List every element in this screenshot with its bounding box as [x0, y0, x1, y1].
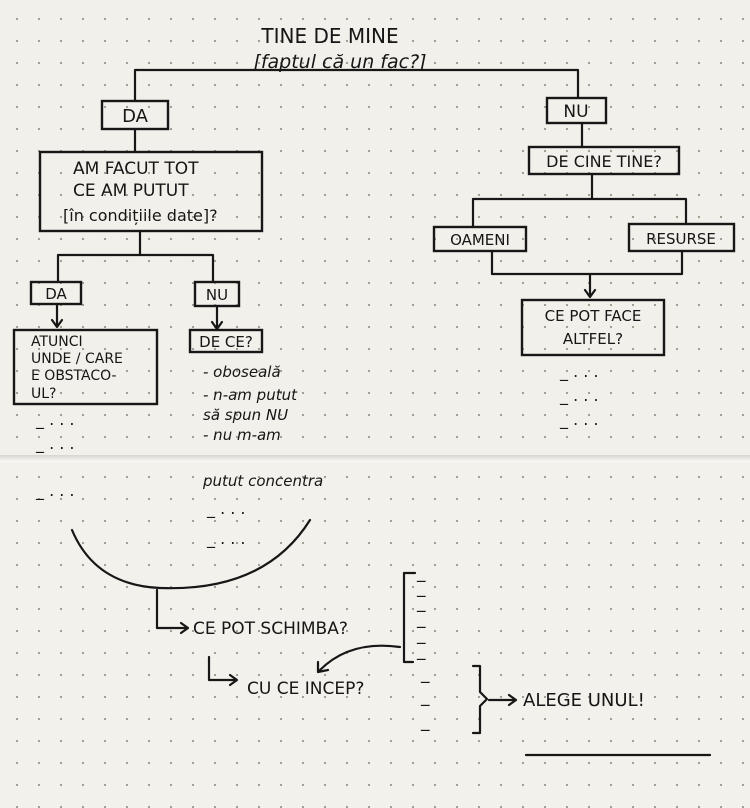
answer-nu-box: [545, 96, 608, 125]
answer-nu-label: NU: [563, 102, 588, 122]
pick-one-label: ALEGE UNUL!: [523, 690, 645, 711]
bottom-left-placeholder: _ . . .: [35, 481, 75, 501]
connector-question-split: [56, 229, 215, 284]
question-did-all-box: [38, 150, 264, 233]
connector-options-merge: [490, 249, 684, 299]
notebook-page-bottom: [0, 462, 750, 808]
answer-nu-node: NU: [545, 96, 608, 125]
change-item-1: _: [416, 563, 426, 583]
result-obstacle-line1: ATUNCI: [31, 334, 83, 350]
why-label: DE CE?: [199, 333, 253, 351]
question-did-all-line2: CE AM PUTUT: [73, 181, 189, 201]
change-item-4: _: [416, 609, 426, 629]
why-node: DE CE?: [188, 328, 264, 354]
pick-item-1: _: [420, 664, 430, 684]
option-people-label: OAMENI: [450, 231, 510, 249]
answer-da-small-node: DA: [29, 280, 83, 306]
change-item-5: _: [416, 625, 426, 645]
question-did-all-node: AM FACUT TOT CE AM PUTUT [în condițiile …: [38, 150, 264, 233]
change-list: _ _ _ _ _ _: [416, 563, 426, 661]
connector-title-split: [133, 68, 580, 103]
reason-2: - n-am putut: [203, 386, 298, 404]
reason-3: să spun NU: [203, 406, 288, 424]
pick-item-3: _: [420, 712, 430, 732]
arrow-to-change: [155, 588, 190, 635]
change-item-6: _: [416, 641, 426, 661]
pick-list: _ _ _: [420, 664, 430, 732]
title-line1: TINE DE MINE: [260, 24, 398, 48]
pick-item-2: _: [420, 687, 430, 707]
result-obstacle-line3: E OBSTACO-: [31, 368, 117, 384]
title-node: TINE DE MINE [faptul că un fac?]: [253, 24, 426, 73]
question-did-all-line1: AM FACUT TOT: [73, 159, 199, 179]
question-did-all-line3: [în condițiile date]?: [63, 206, 218, 225]
do-differently-line1: CE POT FACE: [545, 307, 642, 325]
option-resources-label: RESURSE: [646, 230, 716, 248]
title-line2: [faptul că un fac?]: [253, 51, 426, 73]
option-people-node: OAMENI: [432, 225, 528, 253]
why-reasons-list: - oboseală - n-am putut să spun NU - nu …: [202, 363, 323, 490]
do-differently-node: CE POT FACE ALTFEL?: [520, 298, 666, 357]
reason-1: - oboseală: [203, 363, 281, 381]
answer-da-small-label: DA: [45, 285, 67, 303]
reason-4: - nu m-am: [203, 426, 281, 444]
arrow-list-to-start: [316, 644, 402, 674]
right-placeholder-2: _ . . .: [559, 386, 599, 406]
result-obstacle-box: [12, 328, 159, 406]
reasons-placeholder-1: _ . . .: [206, 499, 246, 519]
change-item-2: _: [416, 578, 426, 598]
who-depends-node: DE CINE TINE?: [527, 145, 681, 176]
answer-nu-small-label: NU: [206, 286, 228, 304]
option-people-box: [432, 225, 528, 253]
right-placeholder-3: _ . . .: [559, 410, 599, 430]
start-question: CU CE INCEP?: [247, 679, 364, 699]
change-list-bracket: [402, 571, 417, 664]
answer-nu-small-node: NU: [193, 280, 241, 308]
pick-list-brace: [471, 664, 489, 735]
reason-5: putut concentra: [202, 472, 323, 490]
obstacle-placeholder-2: _ . . .: [35, 434, 75, 454]
connector-who-split: [471, 172, 688, 229]
result-obstacle-line4: UL?: [31, 386, 56, 402]
notebook-page-top: [0, 0, 750, 455]
arrow-da-obstacle: [50, 302, 64, 329]
change-item-3: _: [416, 593, 426, 613]
obstacle-placeholder-1: _ . . .: [35, 410, 75, 430]
reasons-placeholder-2: _ . . .: [206, 529, 246, 549]
option-resources-node: RESURSE: [627, 222, 736, 253]
result-obstacle-node: ATUNCI UNDE / CARE E OBSTACO- UL?: [12, 328, 159, 406]
arrow-to-pick: [487, 693, 518, 707]
arrow-to-start: [207, 655, 239, 687]
arrow-nu-why: [210, 304, 224, 331]
answer-da-label: DA: [122, 106, 149, 127]
change-question: CE POT SCHIMBA?: [193, 619, 348, 639]
gathering-curve: [70, 518, 312, 590]
page-fold: [0, 455, 750, 462]
who-depends-box: [527, 145, 681, 176]
do-differently-box: [520, 298, 666, 357]
result-obstacle-line2: UNDE / CARE: [31, 351, 123, 367]
do-differently-line2: ALTFEL?: [563, 330, 623, 348]
who-depends-label: DE CINE TINE?: [546, 152, 662, 171]
answer-da-node: DA: [100, 99, 170, 131]
why-box: [188, 328, 264, 354]
right-placeholder-1: _ . . .: [559, 362, 599, 382]
